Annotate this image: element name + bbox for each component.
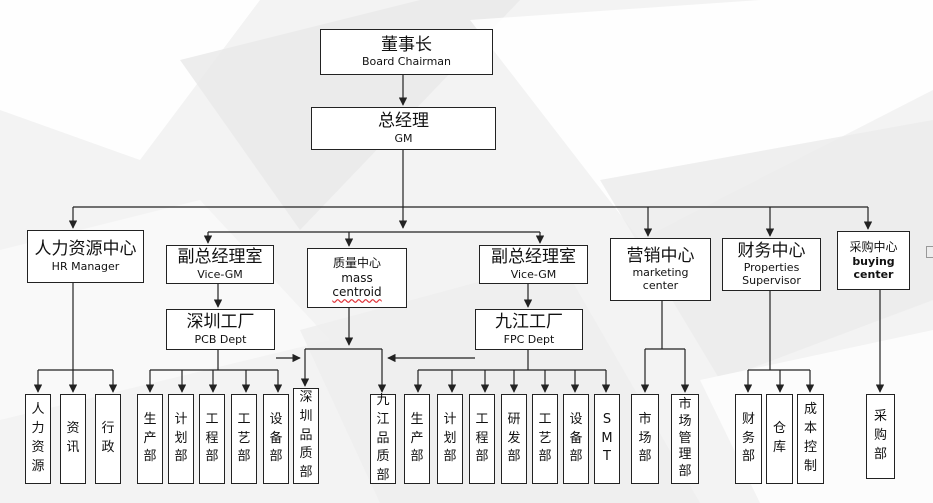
finance-center-zh: 财务中心 xyxy=(737,240,806,261)
vice-gm-left-box: 副总经理室 Vice-GM xyxy=(166,245,274,284)
buying-center-zh: 采购中心 xyxy=(849,240,898,255)
vice-gm-right-zh: 副总经理室 xyxy=(491,247,576,268)
dept-sz-quality-label: 深 圳 品 质 部 xyxy=(299,389,313,481)
dept-sz-equipment-label: 设 备 部 xyxy=(269,411,283,465)
gm-box: 总经理 GM xyxy=(311,107,496,150)
jiujiang-factory-zh: 九江工厂 xyxy=(495,312,563,333)
dept-sz-quality: 深 圳 品 质 部 xyxy=(293,388,319,484)
marketing-center-en2: center xyxy=(642,279,679,293)
dept-sz-equipment: 设 备 部 xyxy=(263,394,289,484)
dept-jj-smt: S M T xyxy=(594,394,620,484)
hr-center-box: 人力资源中心 HR Manager xyxy=(27,230,144,283)
dept-jj-process-label: 工 艺 部 xyxy=(538,411,552,465)
dept-jj-planning-label: 计 划 部 xyxy=(443,411,457,465)
board-chairman-zh: 董事长 xyxy=(381,34,432,55)
gm-en: GM xyxy=(394,131,413,145)
board-chairman-en: Board Chairman xyxy=(361,55,452,69)
shenzhen-factory-en: PCB Dept xyxy=(194,332,247,346)
dept-warehouse-label: 仓 库 xyxy=(772,421,786,455)
vice-gm-left-en: Vice-GM xyxy=(197,267,243,281)
dept-finance-label: 财 务 部 xyxy=(741,411,755,465)
buying-center-en1: buying xyxy=(852,254,895,268)
dept-jj-rnd: 研 发 部 xyxy=(501,394,527,484)
dept-sz-process: 工 艺 部 xyxy=(231,394,257,484)
dept-purchasing-label: 采 购 部 xyxy=(873,409,887,462)
vice-gm-right-en: Vice-GM xyxy=(510,267,557,281)
dept-jj-production-label: 生 产 部 xyxy=(410,411,424,465)
quality-center-en2: centroid xyxy=(332,285,382,300)
dept-hr-resources: 人 力 资 源 xyxy=(25,394,51,484)
marketing-center-en1: marketing xyxy=(632,266,689,280)
vice-gm-left-zh: 副总经理室 xyxy=(177,247,263,268)
dept-market-management: 市 场 管 理 部 xyxy=(671,394,699,484)
board-chairman-box: 董事长 Board Chairman xyxy=(320,29,493,75)
dept-jj-equipment: 设 备 部 xyxy=(563,394,589,484)
dept-sz-production: 生 产 部 xyxy=(137,394,163,484)
dept-sz-planning: 计 划 部 xyxy=(168,394,194,484)
dept-jj-engineering: 工 程 部 xyxy=(469,394,495,484)
buying-center-box: 采购中心 buying center xyxy=(837,231,910,290)
edge-handle-icon xyxy=(926,246,933,258)
dept-jj-production: 生 产 部 xyxy=(404,394,430,484)
dept-marketing: 市 场 部 xyxy=(631,394,659,484)
dept-purchasing: 采 购 部 xyxy=(866,394,895,479)
marketing-center-box: 营销中心 marketing center xyxy=(610,238,711,301)
dept-finance: 财 务 部 xyxy=(735,394,762,484)
vice-gm-right-box: 副总经理室 Vice-GM xyxy=(479,245,588,284)
quality-center-box: 质量中心 mass centroid xyxy=(307,248,407,308)
shenzhen-factory-zh: 深圳工厂 xyxy=(186,312,255,333)
dept-jj-quality: 九 江 品 质 部 xyxy=(370,392,396,484)
dept-jj-engineering-label: 工 程 部 xyxy=(475,411,489,465)
dept-marketing-label: 市 场 部 xyxy=(638,411,652,465)
dept-cost-control: 成 本 控 制 xyxy=(797,394,824,484)
dept-hr-resources-label: 人 力 资 源 xyxy=(31,402,45,474)
dept-admin: 行 政 xyxy=(95,394,121,484)
shenzhen-factory-box: 深圳工厂 PCB Dept xyxy=(166,309,275,350)
dept-cost-control-label: 成 本 控 制 xyxy=(803,402,817,474)
dept-jj-equipment-label: 设 备 部 xyxy=(569,411,583,465)
hr-center-zh: 人力资源中心 xyxy=(34,239,137,260)
quality-center-zh: 质量中心 xyxy=(332,256,381,271)
jiujiang-factory-en: FPC Dept xyxy=(503,332,555,346)
finance-center-en2: Supervisor xyxy=(742,274,801,288)
dept-sz-process-label: 工 艺 部 xyxy=(237,411,251,465)
dept-info-label: 资 讯 xyxy=(66,421,80,455)
finance-center-en1: Properties xyxy=(743,261,800,275)
gm-zh: 总经理 xyxy=(378,111,429,132)
dept-jj-quality-label: 九 江 品 质 部 xyxy=(376,392,390,484)
buying-center-en2: center xyxy=(853,267,894,281)
dept-info: 资 讯 xyxy=(60,394,86,484)
dept-sz-engineering-label: 工 程 部 xyxy=(205,411,219,465)
dept-sz-production-label: 生 产 部 xyxy=(143,411,157,465)
finance-center-box: 财务中心 Properties Supervisor xyxy=(722,238,821,291)
jiujiang-factory-box: 九江工厂 FPC Dept xyxy=(475,309,583,350)
dept-sz-planning-label: 计 划 部 xyxy=(174,411,188,465)
dept-jj-planning: 计 划 部 xyxy=(437,394,463,484)
hr-center-en: HR Manager xyxy=(51,259,120,273)
dept-admin-label: 行 政 xyxy=(101,421,115,455)
dept-jj-rnd-label: 研 发 部 xyxy=(507,411,521,465)
dept-jj-process: 工 艺 部 xyxy=(532,394,558,484)
dept-sz-engineering: 工 程 部 xyxy=(199,394,225,484)
marketing-center-zh: 营销中心 xyxy=(626,245,695,266)
dept-jj-smt-label: S M T xyxy=(601,411,613,465)
dept-warehouse: 仓 库 xyxy=(766,394,793,484)
quality-center-en1: mass xyxy=(341,270,373,285)
dept-market-management-label: 市 场 管 理 部 xyxy=(678,396,692,480)
